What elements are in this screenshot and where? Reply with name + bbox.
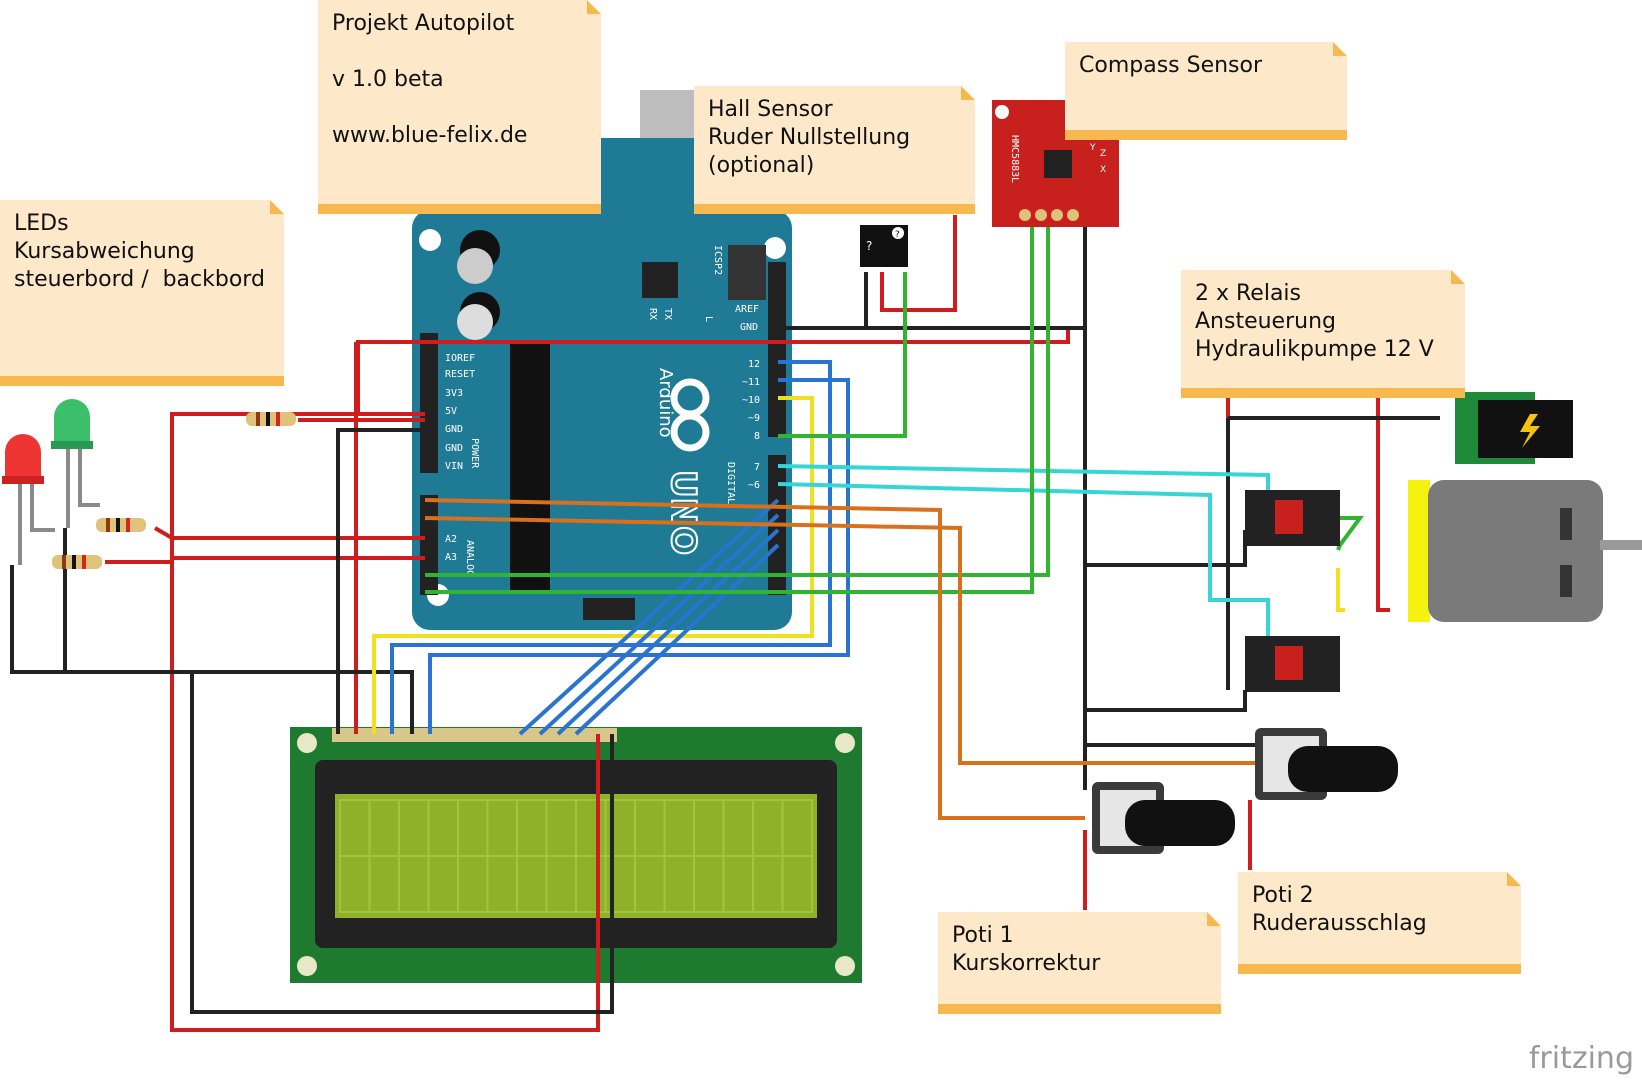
pin-label-12: 12 [748, 359, 760, 370]
pin-label-a2: A2 [445, 534, 457, 545]
note-project-line3: www.blue-felix.de [332, 123, 528, 148]
note-relais-line1: 2 x Relais [1195, 281, 1302, 306]
compass-chip-label: HMC5883L [1009, 135, 1020, 183]
digital-header-top [768, 262, 786, 437]
analog-header [420, 495, 438, 595]
hall-badge: ? [895, 230, 900, 240]
potentiometer [1255, 728, 1398, 800]
note-leds-line2: Kursabweichung [14, 239, 195, 264]
note-project: Projekt Autopilot v 1.0 beta www.blue-fe… [318, 0, 601, 214]
pin-label-ioref: IOREF [445, 353, 475, 364]
resistor [246, 412, 296, 426]
note-poti2-line1: Poti 2 [1252, 883, 1314, 908]
lcd-pin-header [332, 728, 617, 742]
axis-x: X [1100, 165, 1106, 175]
mount-hole [419, 229, 441, 251]
note-relais-line3: Hydraulikpumpe 12 V [1195, 337, 1434, 362]
tx-label: TX [662, 308, 673, 320]
red-led [2, 434, 44, 484]
relay [1245, 636, 1340, 692]
uno-logo: UNO [663, 470, 703, 555]
note-compass-sensor: Compass Sensor [1065, 42, 1347, 140]
power-pin-labels: IOREF RESET 3V3 5V GND GND VIN POWER [445, 353, 480, 472]
mount-hole [764, 237, 786, 259]
power-header [420, 333, 438, 473]
gnd-top-label: GND [740, 322, 758, 333]
rx-label: RX [647, 308, 658, 320]
dc-motor [1408, 480, 1642, 622]
pin-label-7: 7 [754, 462, 760, 473]
lcd-module [290, 727, 862, 983]
icsp-bottom-header [583, 598, 635, 620]
wires [10, 215, 1440, 1032]
pin-label-3v3: 3V3 [445, 388, 463, 399]
note-project-line1: Projekt Autopilot [332, 11, 515, 36]
pin-label-vin: VIN [445, 461, 463, 472]
pin-label-gnd2: GND [445, 443, 463, 454]
pin-label-reset: RESET [445, 369, 475, 380]
note-poti1-line1: Poti 1 [952, 923, 1014, 948]
atmega-chip [510, 340, 550, 590]
l-label: L [703, 316, 714, 322]
resistor [96, 518, 146, 532]
note-poti2-line2: Ruderausschlag [1252, 911, 1427, 936]
note-leds-line3: steuerbord / backbord [14, 267, 265, 292]
note-project-line2: v 1.0 beta [332, 67, 444, 92]
arduino-brand: Arduino [655, 368, 676, 438]
note-poti1-line2: Kurskorrektur [952, 951, 1101, 976]
note-hall-line1: Hall Sensor [708, 97, 833, 122]
pin-label-9: ~9 [748, 413, 760, 424]
analog-label: ANALOG [464, 540, 475, 576]
power-label: POWER [469, 438, 480, 469]
green-led [51, 399, 93, 449]
note-hall-line3: (optional) [708, 153, 815, 178]
pin-label-8: 8 [754, 431, 760, 442]
arduino-board: ICSP2 TX RX L Arduino UNO IOREF RESET 3V… [412, 90, 792, 630]
axis-z: Z [1100, 149, 1106, 159]
potentiometer [1092, 782, 1235, 854]
digital-label: DIGITAL [725, 462, 736, 504]
pin-label-gnd: GND [445, 424, 463, 435]
pin-label-10: ~10 [742, 395, 760, 406]
note-leds: LEDs Kursabweichung steuerbord / backbor… [0, 200, 284, 386]
icsp-header [728, 245, 766, 300]
note-leds-line1: LEDs [14, 211, 69, 236]
lightning-icon [1520, 414, 1540, 448]
aref-label: AREF [735, 304, 759, 315]
pin-label-5v: 5V [445, 406, 457, 417]
power-jack [1455, 392, 1573, 464]
note-compass-line1: Compass Sensor [1079, 53, 1263, 78]
icsp-label: ICSP2 [712, 245, 723, 275]
note-poti1: Poti 1 Kurskorrektur [938, 912, 1221, 1014]
pin-label-6: ~6 [748, 480, 760, 491]
note-hall-sensor: Hall Sensor Ruder Nullstellung (optional… [694, 86, 975, 214]
relay [1245, 490, 1340, 546]
note-hall-line2: Ruder Nullstellung [708, 125, 911, 150]
note-poti2: Poti 2 Ruderausschlag [1238, 872, 1521, 974]
resistor [52, 555, 102, 569]
hall-mark: ? [866, 239, 872, 253]
fritzing-watermark: fritzing [1528, 1041, 1634, 1076]
infinity-logo [670, 378, 710, 452]
pin-label-11: ~11 [742, 377, 760, 388]
axis-y: Y [1089, 143, 1096, 153]
hall-sensor: ? ? [860, 225, 908, 267]
pin-label-a3: A3 [445, 552, 457, 563]
note-relais: 2 x Relais Ansteuerung Hydraulikpumpe 12… [1181, 270, 1465, 398]
note-relais-line2: Ansteuerung [1195, 309, 1336, 334]
